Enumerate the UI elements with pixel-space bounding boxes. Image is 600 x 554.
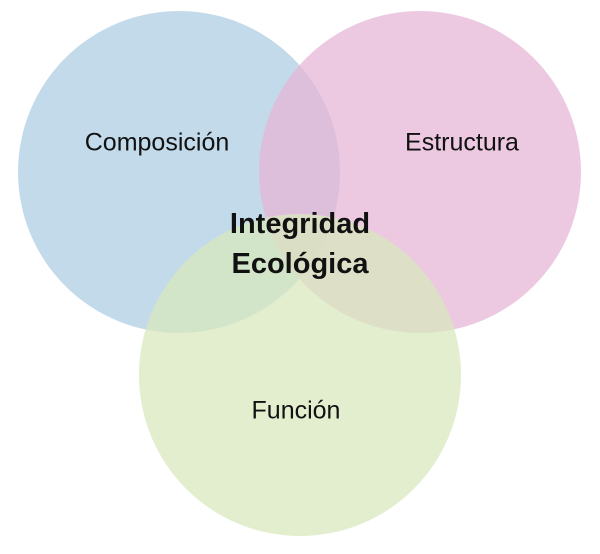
center-line-1: Integridad [229,208,371,240]
center-line-2: Ecológica [231,248,369,280]
center-label: Integridad Ecológica [230,204,370,284]
circle-funcion [139,214,461,536]
label-estructura: Estructura [405,128,519,157]
label-funcion: Función [251,396,341,425]
label-composicion: Composición [84,128,230,157]
